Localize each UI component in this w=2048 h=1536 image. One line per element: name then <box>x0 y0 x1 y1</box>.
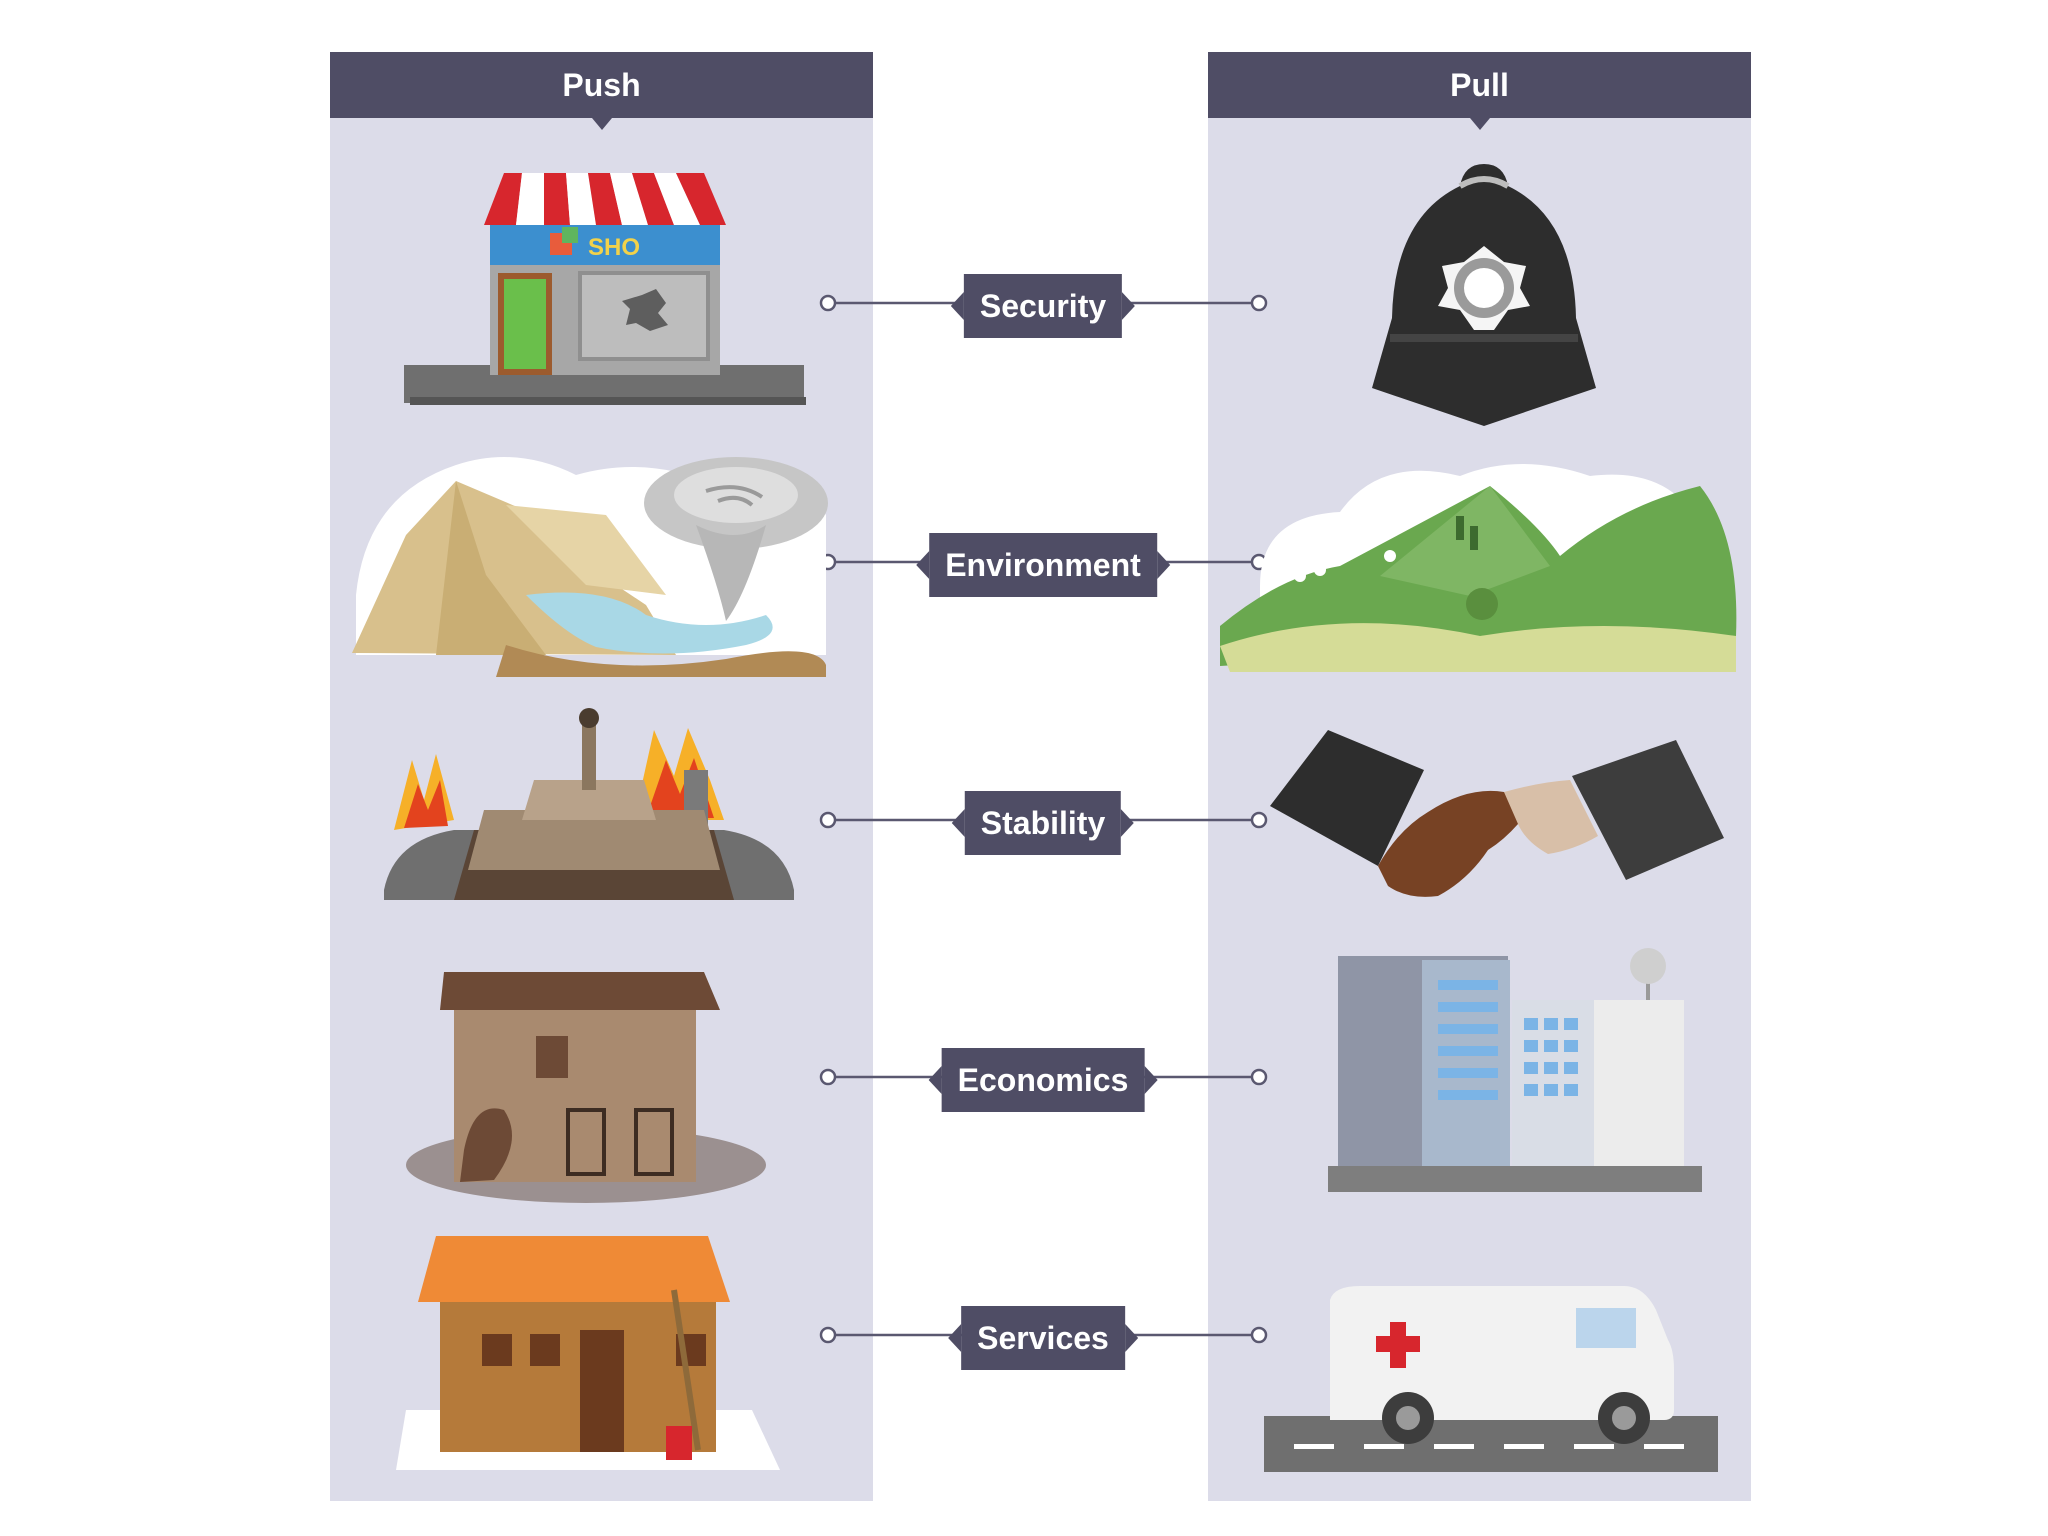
war-tank-fire-icon <box>384 708 794 900</box>
poor-house-icon <box>406 972 766 1203</box>
connector-stability <box>819 811 1268 829</box>
natural-disaster-icon <box>352 457 828 677</box>
connector-services <box>819 1326 1268 1344</box>
label-economics: Economics <box>928 1048 1158 1112</box>
city-office-icon <box>1328 948 1702 1192</box>
label-security: Security <box>950 274 1136 338</box>
green-hills-icon <box>1220 464 1737 672</box>
basic-hut-icon <box>396 1236 780 1470</box>
label-stability: Stability <box>951 791 1135 855</box>
label-environment: Environment <box>916 533 1170 597</box>
connector-economics <box>819 1068 1268 1086</box>
pull-column-header: Pull <box>1208 52 1751 130</box>
police-helmet-icon <box>1372 164 1596 426</box>
label-services: Services <box>948 1306 1138 1370</box>
push-column-header: Push <box>330 52 873 130</box>
connector-security <box>819 294 1268 312</box>
vandalised-shop-icon: SHO <box>404 173 806 405</box>
shop-sign: SHO <box>588 234 640 261</box>
ambulance-icon <box>1264 1286 1718 1472</box>
handshake-icon <box>1270 730 1724 897</box>
